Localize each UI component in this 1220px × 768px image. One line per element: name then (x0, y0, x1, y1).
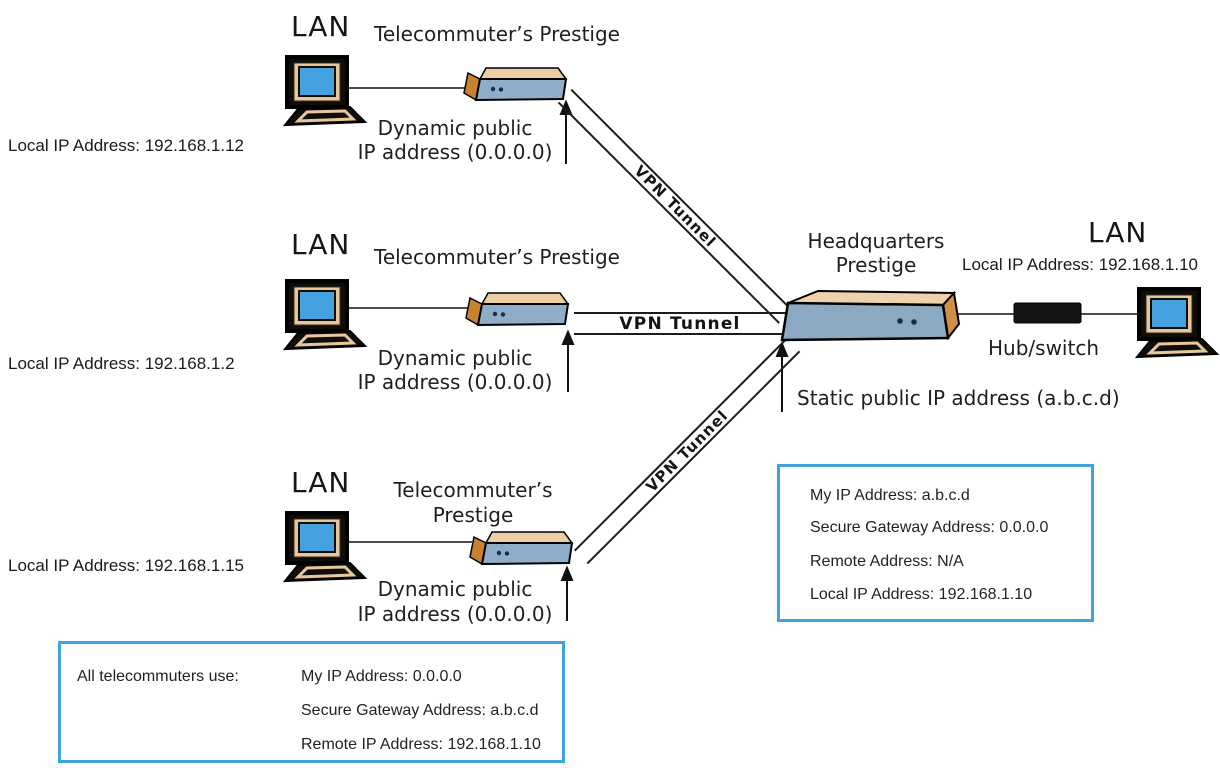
dynamic-ip-label-2: Dynamic public IP address (0.0.0.0) (330, 346, 580, 394)
annotation-arrows (559, 99, 789, 621)
computer-icon-hq (1135, 287, 1219, 359)
hq-settings-box: My IP Address: a.b.c.d Secure Gateway Ad… (777, 464, 1094, 622)
arrow-head-2 (561, 329, 575, 345)
vpn-tunnel-2: VPN Tunnel (574, 312, 786, 335)
hub-switch-label: Hub/switch (988, 336, 1099, 360)
lan-label-2: LAN (291, 228, 351, 261)
local-ip-label-1: Local IP Address: 192.168.1.12 (8, 136, 244, 155)
lan-label-3: LAN (291, 466, 351, 499)
dynamic-ip-3-line1: Dynamic public (377, 577, 533, 601)
dynamic-ip-2-line2: IP address (0.0.0.0) (357, 370, 553, 394)
hq-settings-line-4: Local IP Address: 192.168.1.10 (810, 586, 1033, 603)
hq-title-line1: Headquarters (807, 229, 945, 253)
arrow-head-static (775, 341, 789, 357)
dynamic-ip-1-line1: Dynamic public (377, 116, 533, 140)
router-icon-telecommuter2 (465, 292, 569, 326)
computer-icon-telecommuter3 (283, 511, 367, 583)
device-label-2: Telecommuter’s Prestige (374, 245, 620, 269)
hq-local-ip-label: Local IP Address: 192.168.1.10 (962, 255, 1198, 274)
router-icon-hq (780, 289, 961, 342)
telecommuter-settings-label: All telecommuters use: (77, 668, 239, 685)
local-ip-label-2: Local IP Address: 192.168.1.2 (8, 354, 235, 373)
lan-label-hq: LAN (1088, 216, 1148, 249)
telecommuter-settings-line-3: Remote IP Address: 192.168.1.10 (301, 736, 541, 753)
hq-settings-line-2: Secure Gateway Address: 0.0.0.0 (810, 519, 1049, 536)
telecommuter-settings-line-1: My IP Address: 0.0.0.0 (301, 668, 462, 685)
static-ip-label: Static public IP address (a.b.c.d) (797, 386, 1120, 410)
arrow-head-1 (559, 99, 573, 115)
lan-label-1: LAN (291, 10, 351, 43)
dynamic-ip-1-line2: IP address (0.0.0.0) (357, 140, 553, 164)
router-icon-telecommuter1 (463, 67, 567, 101)
dynamic-ip-3-line2: IP address (0.0.0.0) (357, 602, 553, 626)
device-label-3: Telecommuter’s Prestige (393, 478, 553, 527)
router-icon-telecommuter3 (469, 531, 573, 565)
device-label-1: Telecommuter’s Prestige (374, 22, 620, 46)
computer-icon-telecommuter2 (283, 279, 367, 351)
telecommuter-settings-box: All telecommuters use: My IP Address: 0.… (58, 641, 565, 763)
computer-icon-telecommuter1 (283, 55, 367, 127)
local-ip-label-3: Local IP Address: 192.168.1.15 (8, 556, 244, 575)
hq-title-line2: Prestige (835, 253, 917, 277)
hub-switch-icon (1013, 302, 1082, 324)
arrow-head-3 (560, 565, 574, 581)
hq-title: Headquarters Prestige (794, 229, 958, 277)
dynamic-ip-2-line1: Dynamic public (377, 346, 533, 370)
hq-settings-line-3: Remote Address: N/A (810, 553, 964, 570)
vpn-tunnel-2-label: VPN Tunnel (619, 313, 741, 334)
telecommuter-settings-line-2: Secure Gateway Address: a.b.c.d (301, 702, 539, 719)
hq-settings-line-1: My IP Address: a.b.c.d (810, 487, 970, 504)
dynamic-ip-label-1: Dynamic public IP address (0.0.0.0) (330, 116, 580, 164)
dynamic-ip-label-3: Dynamic public IP address (0.0.0.0) (330, 577, 580, 627)
